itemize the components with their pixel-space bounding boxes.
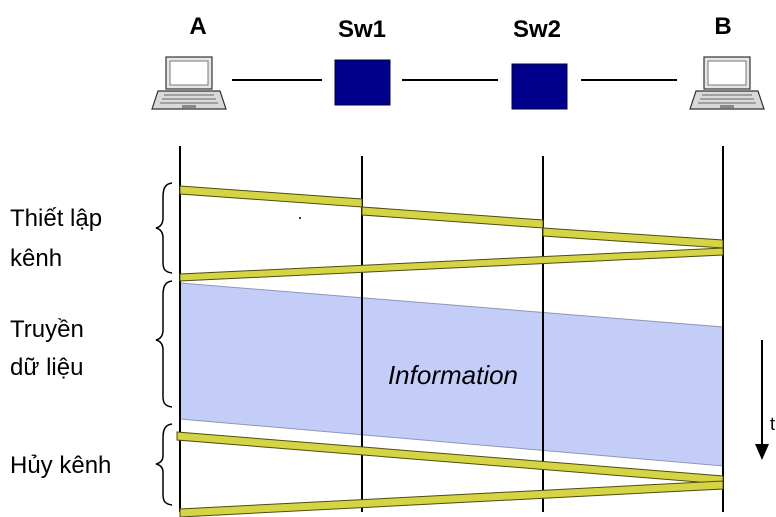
setup-request-a-sw1 bbox=[179, 185, 363, 208]
brace-setup bbox=[155, 182, 173, 274]
setup-ack-b-a bbox=[179, 247, 724, 282]
time-axis-label: t bbox=[770, 414, 775, 434]
setup-request-sw1-sw2 bbox=[361, 206, 544, 229]
switch-box-icon bbox=[511, 63, 568, 110]
teardown-ack-b-a bbox=[179, 480, 724, 517]
phase-label-setup-line2: kênh bbox=[10, 245, 62, 272]
stray-dot bbox=[299, 217, 301, 219]
phase-label-setup-line1: Thiết lập bbox=[10, 205, 102, 232]
node-label-b: B bbox=[714, 13, 731, 40]
phase-label-teardown: Hủy kênh bbox=[10, 452, 111, 479]
setup-request-sw2-b bbox=[542, 227, 724, 249]
laptop-icon bbox=[689, 56, 765, 110]
node-label-sw2: Sw2 bbox=[513, 16, 561, 43]
phase-label-transfer-line2: dữ liệu bbox=[10, 354, 83, 381]
brace-teardown bbox=[155, 423, 173, 506]
phase-label-transfer-line1: Truyền bbox=[10, 316, 84, 343]
laptop-icon bbox=[151, 56, 227, 110]
node-label-sw1: Sw1 bbox=[338, 16, 386, 43]
time-axis-arrowhead bbox=[755, 444, 769, 460]
node-label-a: A bbox=[189, 13, 206, 40]
switch-box-icon bbox=[334, 59, 391, 106]
brace-transfer bbox=[155, 280, 173, 408]
data-block-label: Information bbox=[388, 360, 518, 390]
